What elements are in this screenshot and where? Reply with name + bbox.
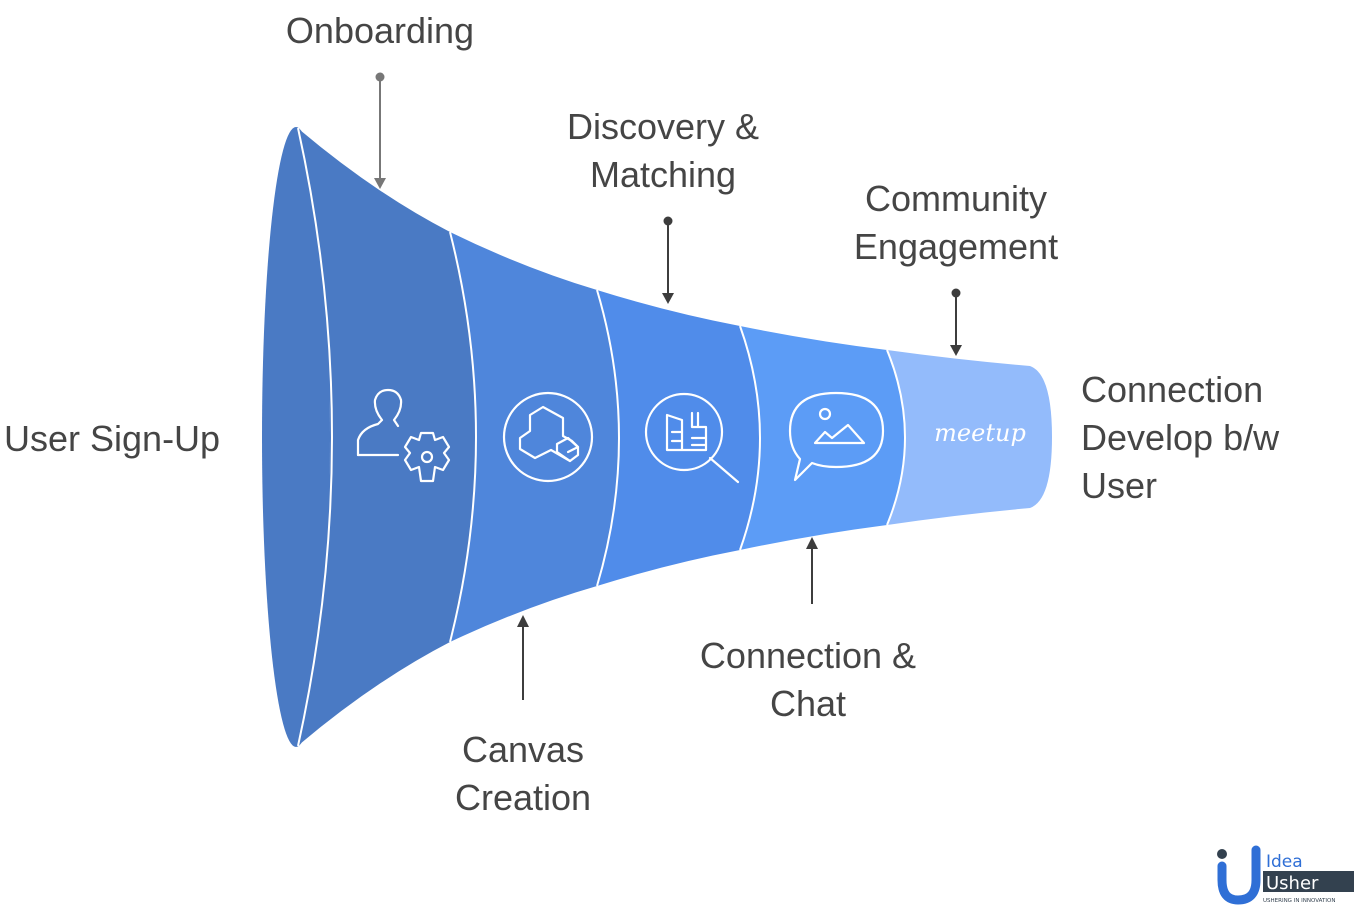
funnel-segment-2: [450, 232, 619, 642]
funnel-segment-5: [887, 350, 1052, 525]
label-canvas-creation-1: Canvas: [462, 729, 584, 770]
label-community-1: Community: [865, 178, 1047, 219]
meetup-logo: meetup: [934, 419, 1026, 447]
chat-pointer: [806, 537, 818, 604]
funnel-segment-4: [740, 326, 905, 550]
label-connection-2: Develop b/w: [1081, 417, 1280, 458]
label-canvas-creation-2: Creation: [455, 777, 591, 818]
user-gear-icon: [356, 388, 451, 483]
search-building-icon: [644, 392, 740, 484]
funnel-mouth-rim: [297, 127, 333, 747]
community-pointer: [950, 288, 962, 356]
chat-image-icon: [788, 391, 885, 482]
label-connection-3: User: [1081, 465, 1157, 506]
blocks-circle-icon: [502, 391, 594, 483]
label-connection-1: Connection: [1081, 369, 1263, 410]
segment-divider: [596, 289, 620, 587]
segment-divider: [886, 349, 906, 526]
svg-text:USHERING IN INNOVATION: USHERING IN INNOVATION: [1263, 898, 1335, 904]
label-discovery-2: Matching: [590, 154, 736, 195]
discovery-pointer: [662, 216, 674, 304]
funnel-segment-1: [300, 130, 476, 744]
onboarding-pointer: [374, 72, 386, 189]
canvas-pointer: [517, 615, 529, 700]
funnel: [262, 127, 1052, 747]
idea-usher-logo: Idea Usher USHERING IN INNOVATION: [1217, 845, 1354, 905]
label-community-2: Engagement: [854, 226, 1058, 267]
svg-text:Idea: Idea: [1266, 852, 1303, 872]
segment-divider: [739, 325, 761, 551]
label-chat-1: Connection &: [700, 635, 916, 676]
svg-text:Usher: Usher: [1266, 873, 1319, 894]
funnel-segment-3: [597, 290, 760, 586]
funnel-mouth: [262, 127, 330, 747]
label-user-sign-up: User Sign-Up: [4, 418, 220, 459]
label-chat-2: Chat: [770, 683, 846, 724]
label-discovery-1: Discovery &: [567, 106, 759, 147]
label-onboarding: Onboarding: [286, 10, 474, 51]
segment-divider: [449, 231, 477, 643]
